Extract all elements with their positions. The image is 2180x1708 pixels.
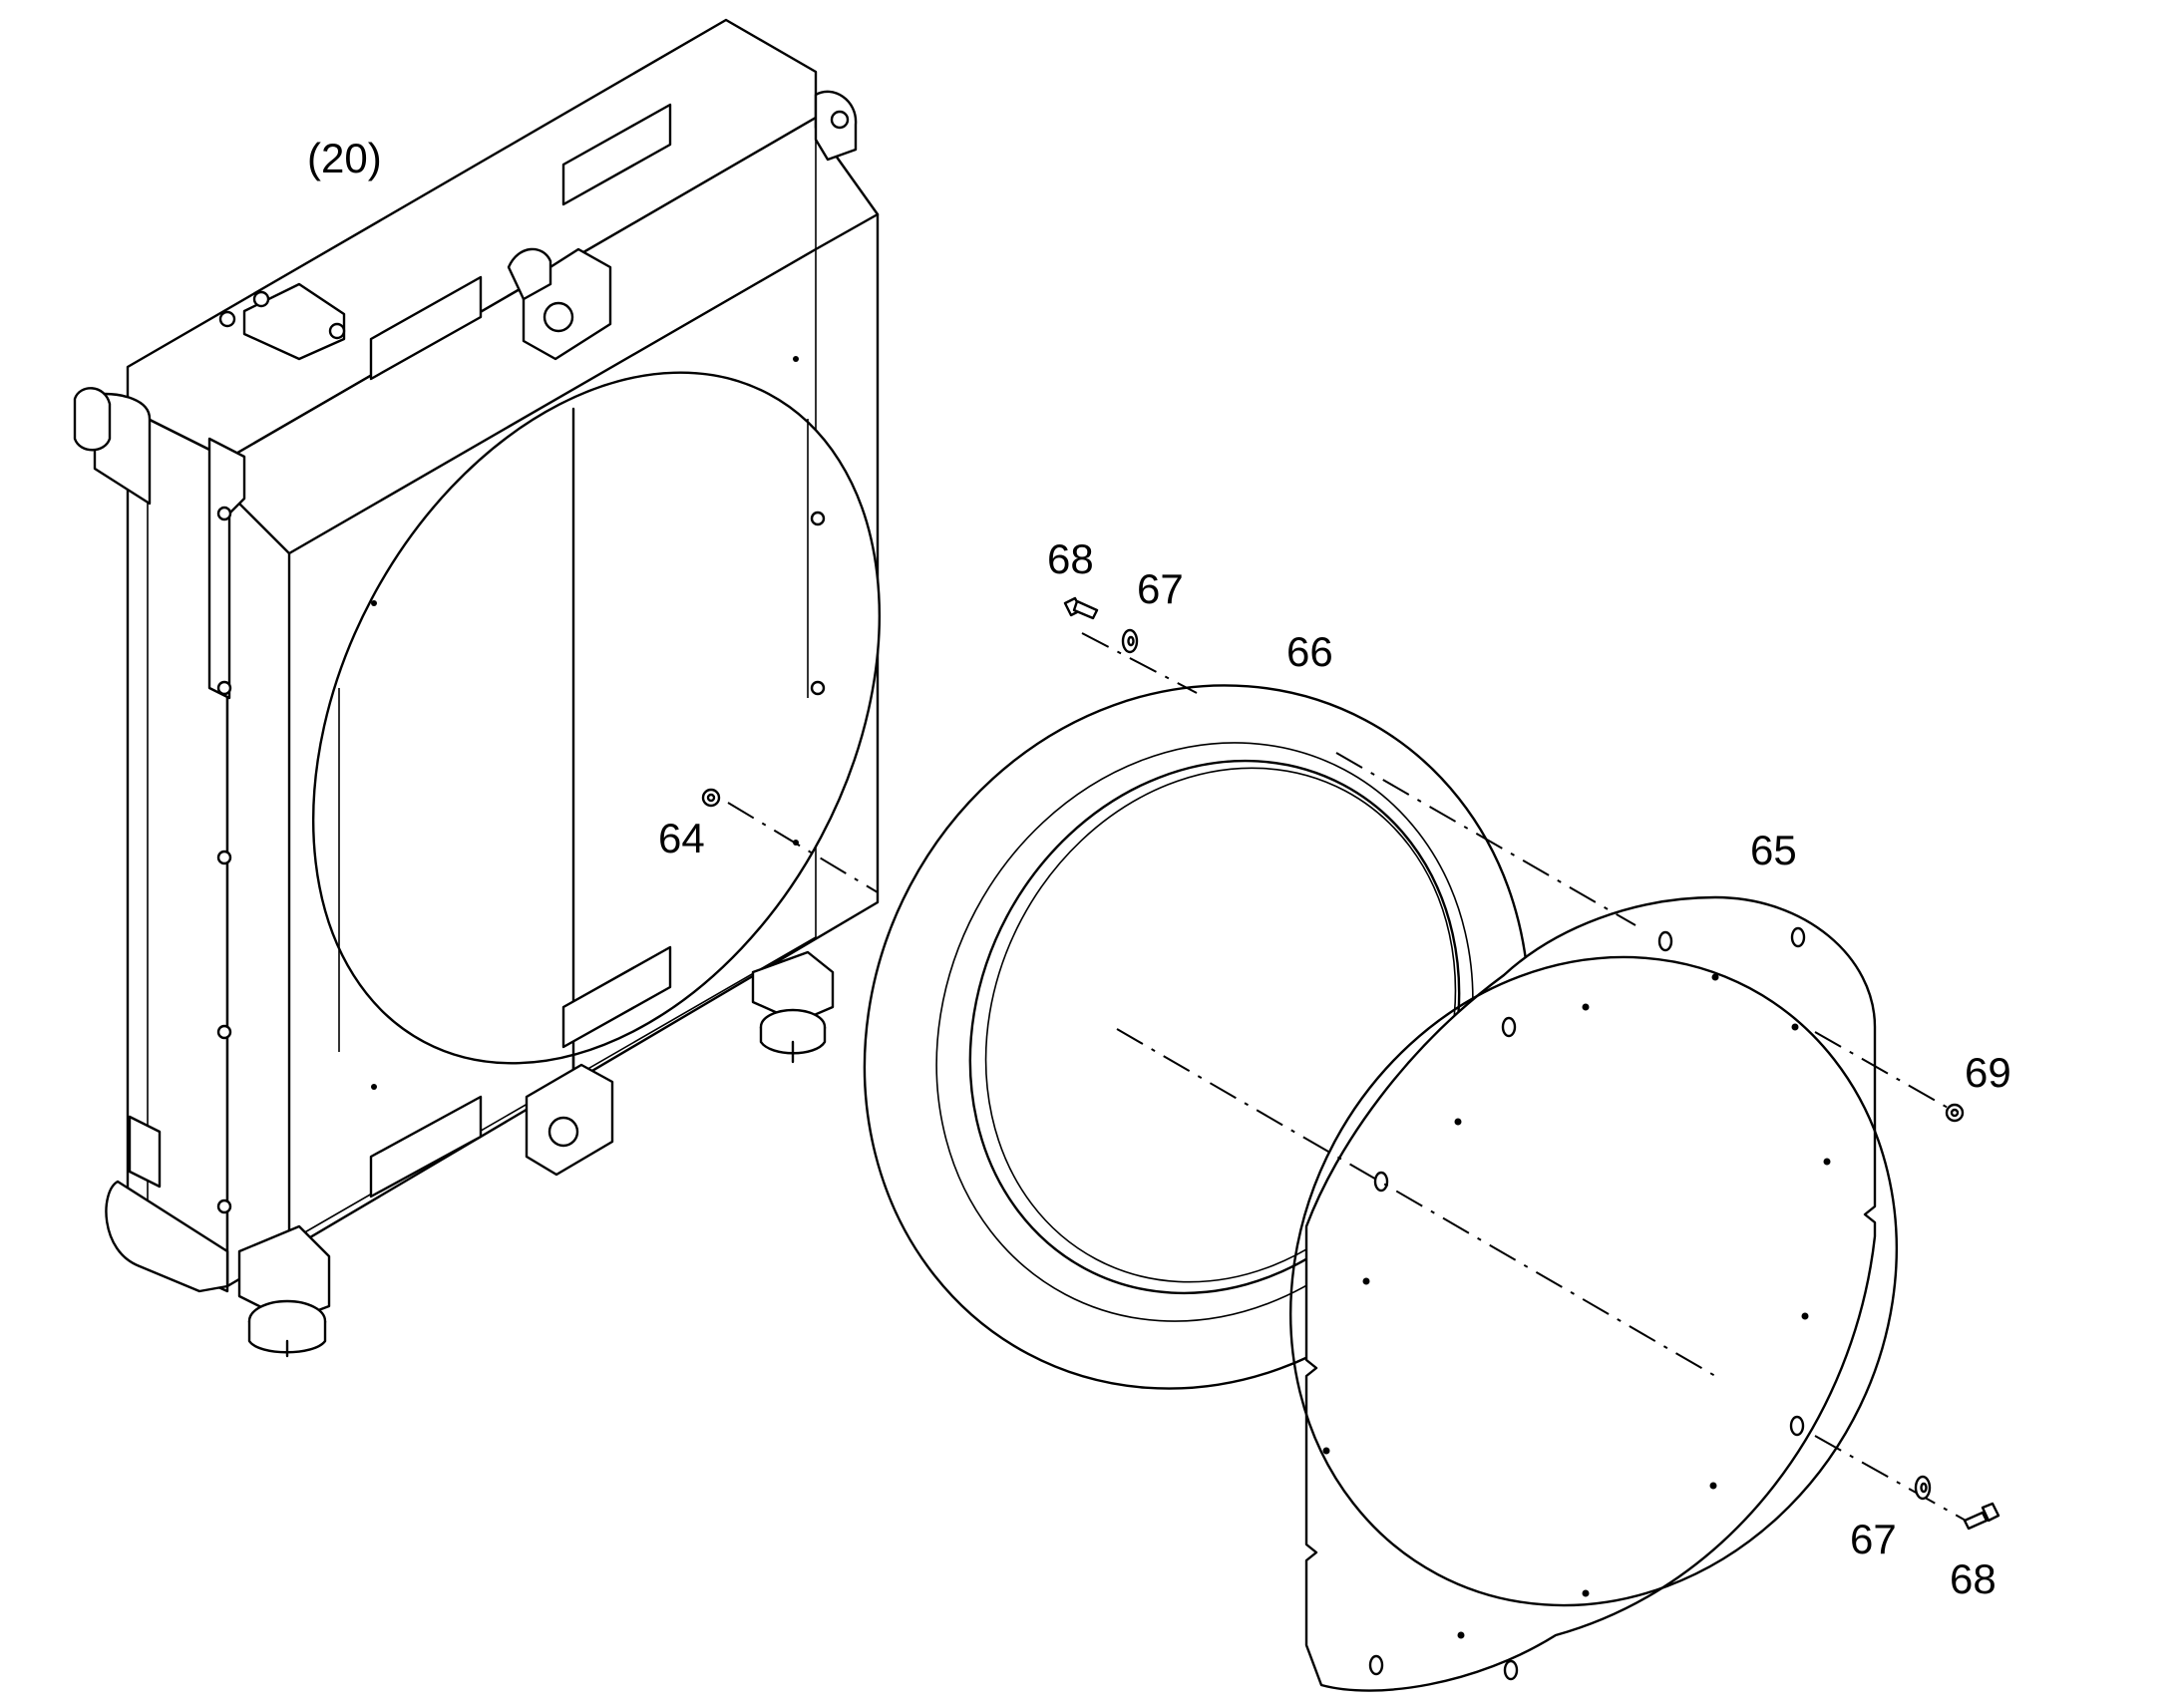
nut-64-icon [701, 788, 721, 808]
mounting-plate-65 [1289, 895, 1898, 1692]
frame-bolts [216, 356, 826, 1214]
radiator-assembly [73, 18, 881, 1358]
washer-67-top-icon [1121, 628, 1139, 654]
callout-67-top: 67 [1137, 565, 1184, 612]
callout-64: 64 [658, 815, 705, 861]
assembly-lines [727, 632, 1976, 1527]
callout-68-bottom: 68 [1950, 1555, 1997, 1602]
callout-66: 66 [1286, 628, 1333, 675]
nut-69-icon [1945, 1103, 1965, 1123]
plate-holes [1322, 926, 1831, 1681]
callout-labels: (20) 64 65 66 67 67 68 68 69 [307, 135, 2011, 1602]
callout-69: 69 [1965, 1049, 2011, 1096]
callout-67-bottom: 67 [1850, 1516, 1897, 1562]
washer-67-bottom-icon [1914, 1475, 1932, 1501]
bolt-68-top-icon [1063, 596, 1099, 620]
fasteners [701, 596, 2000, 1531]
callout-68-top: 68 [1047, 535, 1094, 582]
bolt-68-bottom-icon [1963, 1502, 2000, 1531]
callout-65: 65 [1750, 827, 1797, 873]
callout-assembly-20: (20) [307, 135, 382, 181]
